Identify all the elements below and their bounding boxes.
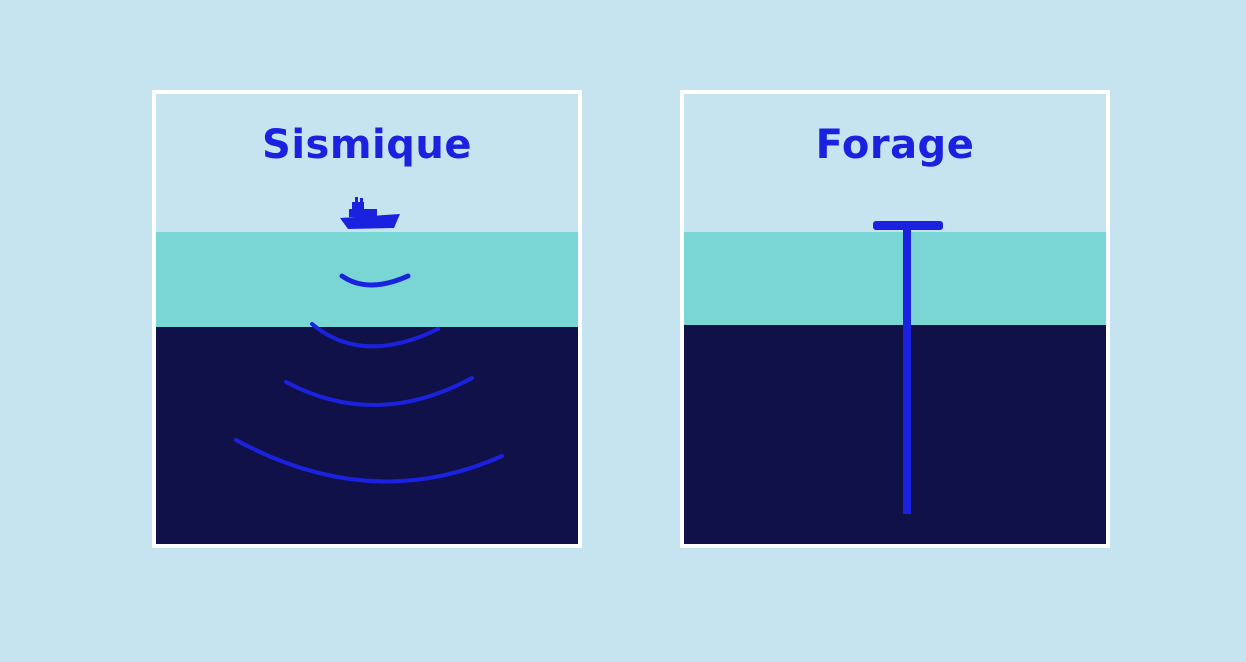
water-layer (156, 232, 578, 329)
seismic-wave-1 (339, 273, 411, 288)
water-layer (684, 232, 1106, 327)
drill-pipe (903, 228, 911, 514)
seismic-illustration (156, 197, 578, 544)
drill-rig-icon (873, 221, 943, 230)
ship-icon (340, 197, 400, 229)
drilling-panel: Forage (680, 90, 1110, 548)
drilling-title: Forage (815, 122, 975, 168)
seismic-title: Sismique (262, 122, 472, 168)
drilling-illustration (684, 221, 1106, 544)
seabed-layer (156, 327, 578, 544)
seismic-wave-2 (310, 322, 440, 349)
seismic-wave-4 (234, 438, 504, 484)
seismic-panel: Sismique (152, 90, 582, 548)
seabed-layer (684, 325, 1106, 544)
seismic-wave-3 (284, 376, 474, 408)
